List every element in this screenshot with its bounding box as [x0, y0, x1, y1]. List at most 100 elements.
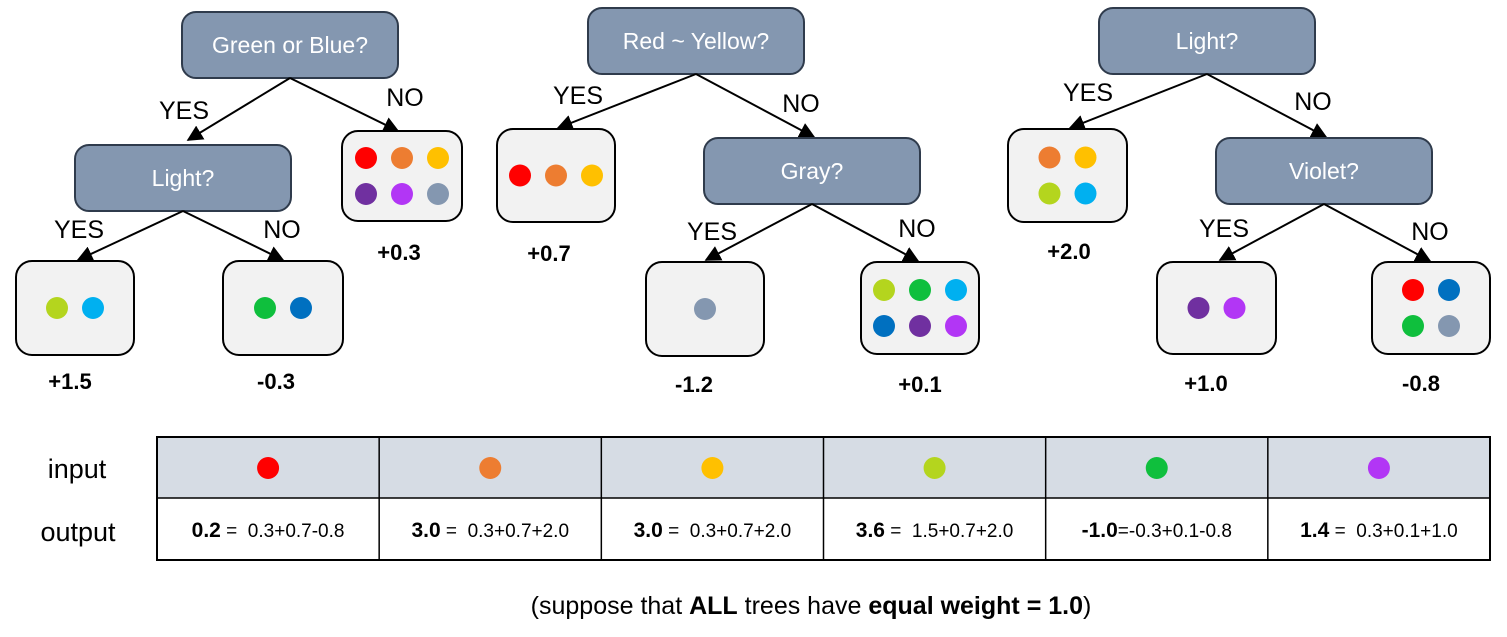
tree1-inner-node-label: Light? — [152, 165, 215, 191]
tree2-no-edge — [695, 73, 816, 138]
tree3-root-yes-label: YES — [1063, 79, 1113, 107]
output-formula: = 0.3+0.7+2.0 — [441, 521, 569, 542]
tree3-leaf-yes-root-box — [1007, 128, 1128, 223]
gray-dot — [694, 298, 716, 320]
tree2-root-yes-label: YES — [553, 82, 603, 110]
output-formula: = 0.3+0.1+1.0 — [1329, 521, 1457, 542]
tree2-root-node-label: Red ~ Yellow? — [623, 28, 769, 54]
output-cell: 0.2 = 0.3+0.7-0.8 — [192, 519, 345, 542]
tree1-root-yes-label: YES — [159, 97, 209, 125]
tree3-root-node: Light? — [1098, 7, 1316, 75]
output-value: -1.0 — [1082, 519, 1118, 542]
yellow-dot — [427, 147, 449, 169]
skyblue-dot — [945, 279, 967, 301]
tree3-inner-no-edge — [1323, 203, 1432, 262]
output-formula: =-0.3+0.1-0.8 — [1118, 521, 1232, 542]
tree2-leaf-no — [860, 261, 980, 355]
tree2-root-node: Red ~ Yellow? — [587, 7, 805, 75]
purple-dot — [945, 315, 967, 337]
tree3-leaf-yes-root — [1007, 128, 1128, 223]
output-value: 3.0 — [411, 519, 440, 542]
caption-text: (suppose that ALL trees have equal weigh… — [531, 592, 1092, 620]
tree3-leaf-yes — [1156, 261, 1277, 355]
tree1-leaf-no-value: -0.3 — [257, 369, 295, 394]
tree2-leaf-yes — [645, 261, 765, 357]
lime-dot — [873, 279, 895, 301]
gray-dot — [427, 183, 449, 205]
green-dot — [254, 297, 276, 319]
tree3-inner-node-label: Violet? — [1289, 158, 1359, 184]
tree3-leaf-yes-box — [1156, 261, 1277, 355]
tree1-inner-yes-edge — [76, 210, 184, 262]
tree1-leaf-no-root-box — [341, 130, 463, 222]
yellow-dot — [581, 164, 603, 187]
yellow-input-dot — [701, 457, 724, 479]
violet-dot — [909, 315, 931, 337]
caption-mid: trees have — [738, 592, 869, 620]
tree3-leaf-no-value: -0.8 — [1402, 371, 1440, 396]
tree3-leaf-no-box — [1371, 261, 1491, 355]
tree1-inner-no-label: NO — [263, 216, 301, 244]
blue-dot — [290, 297, 312, 319]
tree3-leaf-yes-root-value: +2.0 — [1047, 239, 1090, 264]
tree1-leaf-yes-box — [15, 260, 135, 356]
output-value: 0.2 — [192, 519, 221, 542]
red-dot — [355, 147, 377, 169]
violet-dot — [1187, 297, 1210, 319]
tree3-no-edge — [1206, 73, 1328, 138]
violet-dot — [355, 183, 377, 205]
tree2-leaf-yes-value: -1.2 — [675, 372, 713, 397]
tree1-root-node-label: Green or Blue? — [212, 32, 368, 58]
output-cell: 3.6 = 1.5+0.7+2.0 — [856, 519, 1014, 542]
caption-post: ) — [1083, 592, 1091, 620]
red-dot — [1402, 279, 1424, 301]
output-cell: 3.0 = 0.3+0.7+2.0 — [411, 519, 569, 542]
output-formula: = 0.3+0.7+2.0 — [663, 521, 791, 542]
tree1-leaf-no-root-value: +0.3 — [377, 240, 420, 265]
output-formula: = 1.5+0.7+2.0 — [885, 521, 1013, 542]
gray-dot — [1438, 315, 1460, 337]
tree1-root-node: Green or Blue? — [181, 11, 399, 79]
tree2-leaf-no-value: +0.1 — [898, 372, 941, 397]
tree1-leaf-no-box — [222, 260, 344, 356]
purple-dot — [391, 183, 413, 205]
tree2-inner-no-label: NO — [898, 215, 936, 243]
tree3-inner-no-label: NO — [1411, 218, 1449, 246]
lime-dot — [1038, 182, 1061, 205]
output-row-label: output — [40, 517, 116, 547]
caption-b1: ALL — [689, 592, 738, 620]
green-dot — [1402, 315, 1424, 337]
yellow-dot — [1074, 146, 1097, 169]
blue-dot — [1438, 279, 1460, 301]
green-input-dot — [1145, 457, 1168, 479]
caption-b2: equal weight = 1.0 — [868, 592, 1083, 620]
skyblue-dot — [82, 297, 104, 319]
tree2-leaf-no-box — [860, 261, 980, 355]
orange-dot — [1038, 146, 1061, 169]
tree3-inner-yes-label: YES — [1199, 215, 1249, 243]
tree3-inner-node: Violet? — [1215, 137, 1433, 205]
tree2-inner-yes-label: YES — [687, 218, 737, 246]
skyblue-dot — [1074, 182, 1097, 205]
tree3-root-node-label: Light? — [1176, 28, 1239, 54]
tree3-root-no-label: NO — [1294, 88, 1332, 116]
tree1-inner-no-edge — [182, 210, 285, 261]
orange-dot — [545, 164, 567, 187]
tree2-leaf-yes-root — [496, 128, 616, 223]
tree1-inner-node: Light? — [74, 144, 292, 212]
tree1-yes-edge — [186, 77, 291, 141]
tree1-root-no-label: NO — [386, 84, 424, 112]
purple-input-dot — [1367, 457, 1390, 479]
purple-dot — [1223, 297, 1246, 319]
tree1-leaf-yes — [15, 260, 135, 356]
lime-dot — [46, 297, 68, 319]
red-input-dot — [257, 457, 280, 479]
blue-dot — [873, 315, 895, 337]
tree2-root-no-label: NO — [782, 90, 820, 118]
input-row-label: input — [48, 454, 107, 484]
tree1-leaf-no — [222, 260, 344, 356]
tree2-inner-yes-edge — [704, 203, 813, 261]
